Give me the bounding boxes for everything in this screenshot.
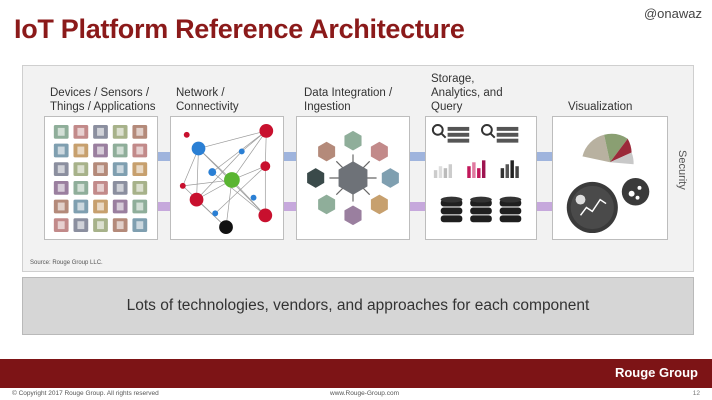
bar-icon [510, 160, 514, 178]
connector-devices-network-bottom [157, 202, 171, 211]
hex-node [381, 168, 399, 188]
hex-node [318, 141, 336, 162]
visualization-icons [566, 133, 650, 234]
database-icon [440, 196, 463, 203]
network-panel [170, 116, 284, 240]
bar-icon [433, 170, 438, 178]
hex-node [307, 168, 325, 188]
hex-node [370, 194, 388, 215]
column-label-visualization: Visualization [568, 101, 633, 113]
source-note: Source: Rouge Group LLC. [30, 260, 103, 266]
visualization-panel [552, 116, 668, 240]
bar-icon [477, 168, 481, 178]
bar-icon [505, 164, 509, 178]
website-text: www.Rouge-Group.com [330, 390, 399, 397]
bar-icon [438, 166, 443, 178]
bar-icon [515, 166, 519, 178]
connector-ingestion-storage-bottom [410, 202, 426, 211]
bar-icon [443, 168, 448, 178]
summary-text: Lots of technologies, vendors, and appro… [126, 297, 590, 314]
bar-icon [467, 166, 471, 178]
connector-devices-network-top [157, 152, 171, 161]
column-label-storage: Storage, Analytics, and Query [431, 73, 503, 113]
connector-network-ingestion-bottom [283, 202, 297, 211]
devices-panel [44, 116, 158, 240]
bar-icon [500, 168, 505, 178]
connector-ingestion-storage-top [410, 152, 426, 161]
hex-node [370, 141, 388, 162]
brand-name: Rouge Group [614, 365, 698, 380]
security-label: Security [676, 150, 688, 190]
copyright-text: © Copyright 2017 Rouge Group. All rights… [12, 390, 159, 397]
hex-node [318, 194, 336, 215]
ingestion-panel [296, 116, 410, 240]
ingestion-hub [307, 130, 399, 226]
hex-node [338, 161, 368, 195]
connector-storage-visualization-top [537, 152, 553, 161]
hex-node [344, 130, 362, 151]
connector-storage-visualization-bottom [537, 202, 553, 211]
column-label-ingestion: Data Integration / Ingestion [304, 87, 393, 113]
author-handle: @onawaz [643, 6, 702, 21]
database-icon [470, 196, 492, 203]
connector-network-ingestion-top [283, 152, 297, 161]
network-graph [179, 123, 274, 234]
storage-panel [425, 116, 537, 240]
footer-bar: Rouge Group [0, 359, 712, 388]
bar-icon [448, 164, 453, 178]
summary-box: Lots of technologies, vendors, and appro… [22, 277, 694, 335]
storage-icons [431, 123, 522, 223]
slide-title: IoT Platform Reference Architecture [14, 14, 465, 44]
page-number: 12 [692, 390, 700, 397]
column-label-devices: Devices / Sensors / Things / Application… [50, 87, 156, 113]
bar-icon [472, 162, 476, 178]
database-icon [499, 196, 522, 203]
device-icon-grid [53, 124, 148, 233]
column-label-network: Network / Connectivity [176, 87, 239, 113]
bar-icon [481, 160, 486, 178]
hex-node [344, 205, 362, 226]
